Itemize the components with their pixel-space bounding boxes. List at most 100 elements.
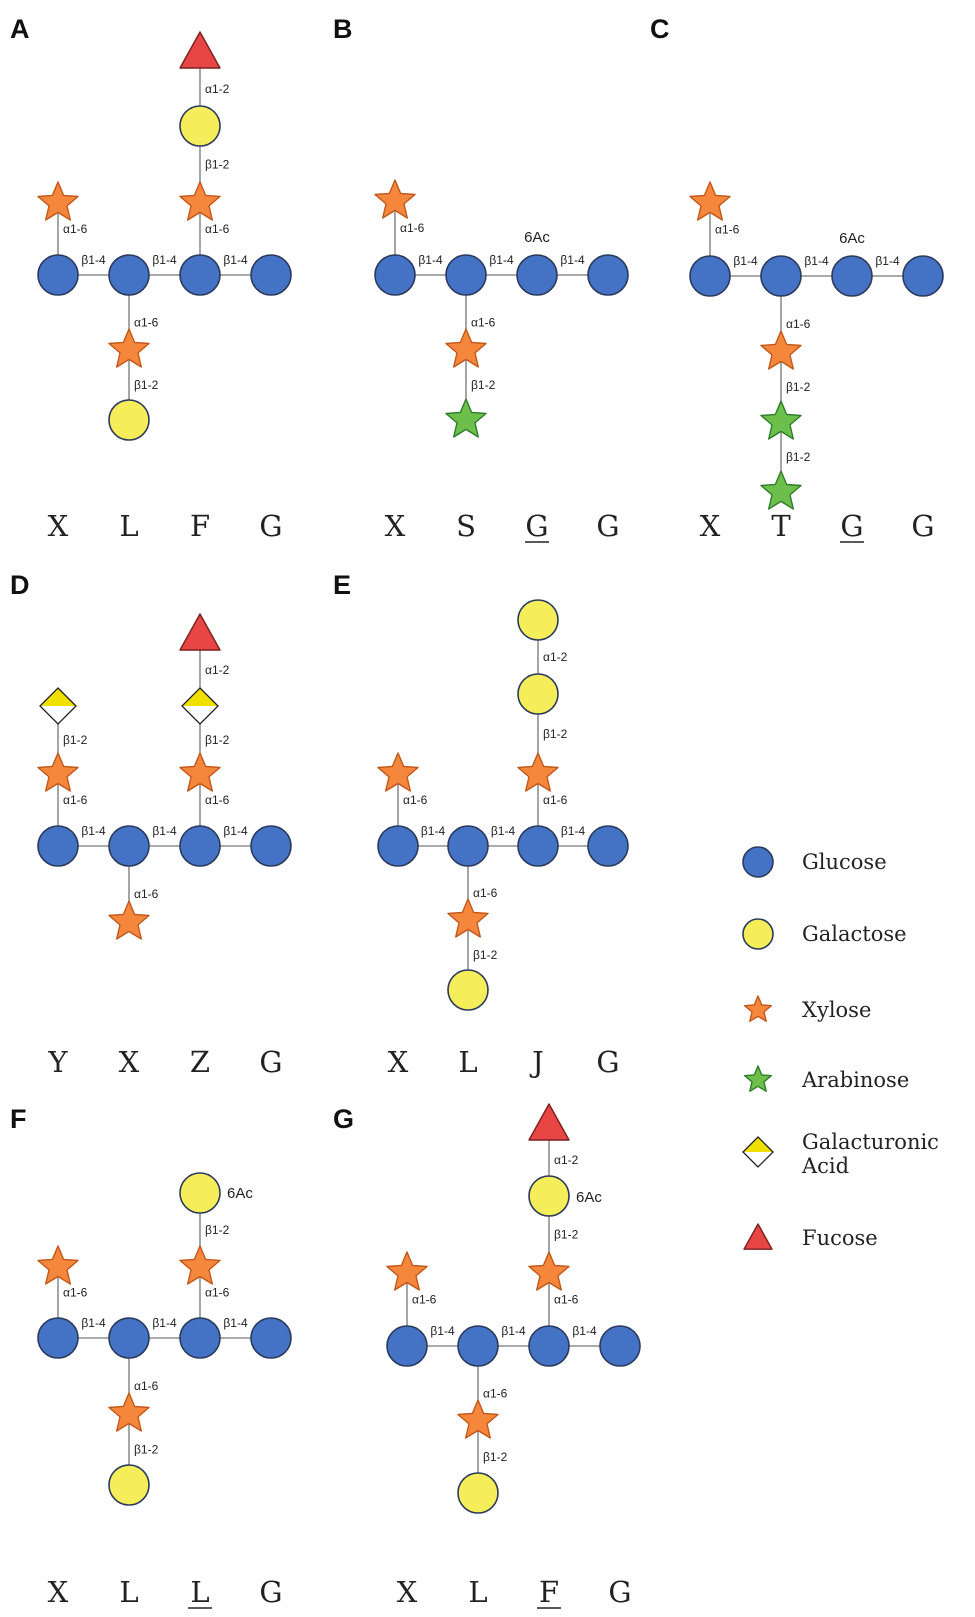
linkage-label: α1-6 xyxy=(403,793,428,807)
residue-code: G xyxy=(596,1045,619,1079)
glucose-icon xyxy=(108,825,150,867)
glucose-icon xyxy=(179,825,221,867)
glucose-icon xyxy=(447,825,489,867)
residue-code: X xyxy=(388,1045,409,1079)
glucose-icon xyxy=(689,255,731,297)
linkage-label: β1-2 xyxy=(205,158,230,172)
residue-code: Y xyxy=(47,1045,68,1079)
xylose-icon xyxy=(528,1251,570,1291)
linkage-label: β1-4 xyxy=(421,824,446,838)
galactose-icon xyxy=(108,1464,150,1506)
glucose-icon xyxy=(742,846,774,878)
linkage-label: α1-6 xyxy=(483,1387,508,1401)
galacturonic-acid-outline xyxy=(39,687,77,725)
galactose-icon xyxy=(447,969,489,1011)
linkage-label: α1-6 xyxy=(63,793,88,807)
acetyl-label: 6Ac xyxy=(839,230,865,247)
galactose-icon xyxy=(528,1175,570,1217)
linkage-label: α1-6 xyxy=(134,887,159,901)
panel-label: F xyxy=(10,1104,27,1134)
linkage-label: α1-2 xyxy=(554,1153,579,1167)
glucose-icon xyxy=(599,1325,641,1367)
glucose-icon xyxy=(457,1325,499,1367)
legend-label: Acid xyxy=(801,1154,849,1178)
xylose-icon xyxy=(374,179,416,219)
linkage-label: α1-6 xyxy=(473,886,498,900)
linkage-label: β1-4 xyxy=(81,824,106,838)
linkage-label: α1-6 xyxy=(715,223,740,237)
linkage-label: β1-4 xyxy=(489,253,514,267)
xylose-icon xyxy=(108,1392,150,1432)
glucose-icon xyxy=(250,1317,292,1359)
glucose-icon xyxy=(760,255,802,297)
residue-code: L xyxy=(468,1575,487,1609)
xylose-icon xyxy=(386,1251,428,1291)
residue-code: F xyxy=(539,1575,559,1609)
linkage-label: β1-4 xyxy=(560,253,585,267)
panel-label: E xyxy=(333,570,351,600)
linkage-label: β1-4 xyxy=(804,254,829,268)
xylose-icon xyxy=(445,328,487,368)
linkage-label: β1-2 xyxy=(63,733,88,747)
xylose-icon xyxy=(37,752,79,792)
glucose-icon xyxy=(108,254,150,296)
linkage-label: α1-2 xyxy=(543,650,568,664)
galacturonic-acid-upper-half xyxy=(40,688,76,706)
panel-label: B xyxy=(333,14,353,44)
galactose-icon xyxy=(108,399,150,441)
linkage-label: β1-4 xyxy=(152,1316,177,1330)
residue-code: G xyxy=(525,509,548,543)
residue-code: G xyxy=(840,509,863,543)
linkage-label: α1-6 xyxy=(400,221,425,235)
linkage-label: β1-4 xyxy=(418,253,443,267)
galacturonic-acid-upper-half xyxy=(743,1137,773,1152)
galacturonic-acid-lower-half xyxy=(743,1152,773,1167)
panel-label: D xyxy=(10,570,30,600)
linkage-label: β1-4 xyxy=(223,824,248,838)
fucose-icon xyxy=(179,613,221,651)
residue-code: X xyxy=(397,1575,418,1609)
glucose-icon xyxy=(108,1317,150,1359)
legend-label: Glucose xyxy=(802,850,887,874)
linkage-label: β1-4 xyxy=(733,254,758,268)
galacturonic-acid-icon xyxy=(39,687,77,725)
xylose-icon xyxy=(108,328,150,368)
residue-code: X xyxy=(700,509,721,543)
linkage-label: β1-4 xyxy=(875,254,900,268)
glucose-icon xyxy=(517,825,559,867)
glucose-icon xyxy=(587,254,629,296)
xylose-icon xyxy=(179,752,221,792)
linkage-label: α1-6 xyxy=(205,793,230,807)
glucose-icon xyxy=(377,825,419,867)
linkage-label: α1-6 xyxy=(134,316,159,330)
linkage-label: β1-2 xyxy=(471,378,496,392)
linkage-label: β1-4 xyxy=(501,1324,526,1338)
residue-code: Z xyxy=(190,1045,210,1079)
galacturonic-acid-lower-half xyxy=(40,706,76,724)
residue-code: G xyxy=(259,1045,282,1079)
linkage-label: β1-4 xyxy=(430,1324,455,1338)
linkage-label: α1-6 xyxy=(554,1293,579,1307)
residue-code: G xyxy=(911,509,934,543)
glucose-icon xyxy=(250,254,292,296)
acetyl-label: 6Ac xyxy=(524,229,550,246)
xylose-icon xyxy=(179,181,221,221)
xylose-icon xyxy=(37,181,79,221)
linkage-label: β1-2 xyxy=(205,1223,230,1237)
residue-code: S xyxy=(456,509,476,543)
linkage-label: β1-2 xyxy=(134,378,159,392)
linkage-label: β1-4 xyxy=(223,1316,248,1330)
linkage-label: β1-2 xyxy=(205,733,230,747)
linkage-label: α1-6 xyxy=(63,222,88,236)
residue-code: G xyxy=(259,1575,282,1609)
residue-code: L xyxy=(119,509,138,543)
linkage-label: β1-2 xyxy=(543,727,568,741)
linkage-label: β1-4 xyxy=(81,253,106,267)
linkage-label: α1-2 xyxy=(205,663,230,677)
arabinose-icon xyxy=(445,398,487,438)
xylose-icon xyxy=(37,1245,79,1285)
panel-label: G xyxy=(333,1104,354,1134)
arabinose-icon xyxy=(760,400,802,440)
linkage-label: α1-2 xyxy=(205,82,230,96)
